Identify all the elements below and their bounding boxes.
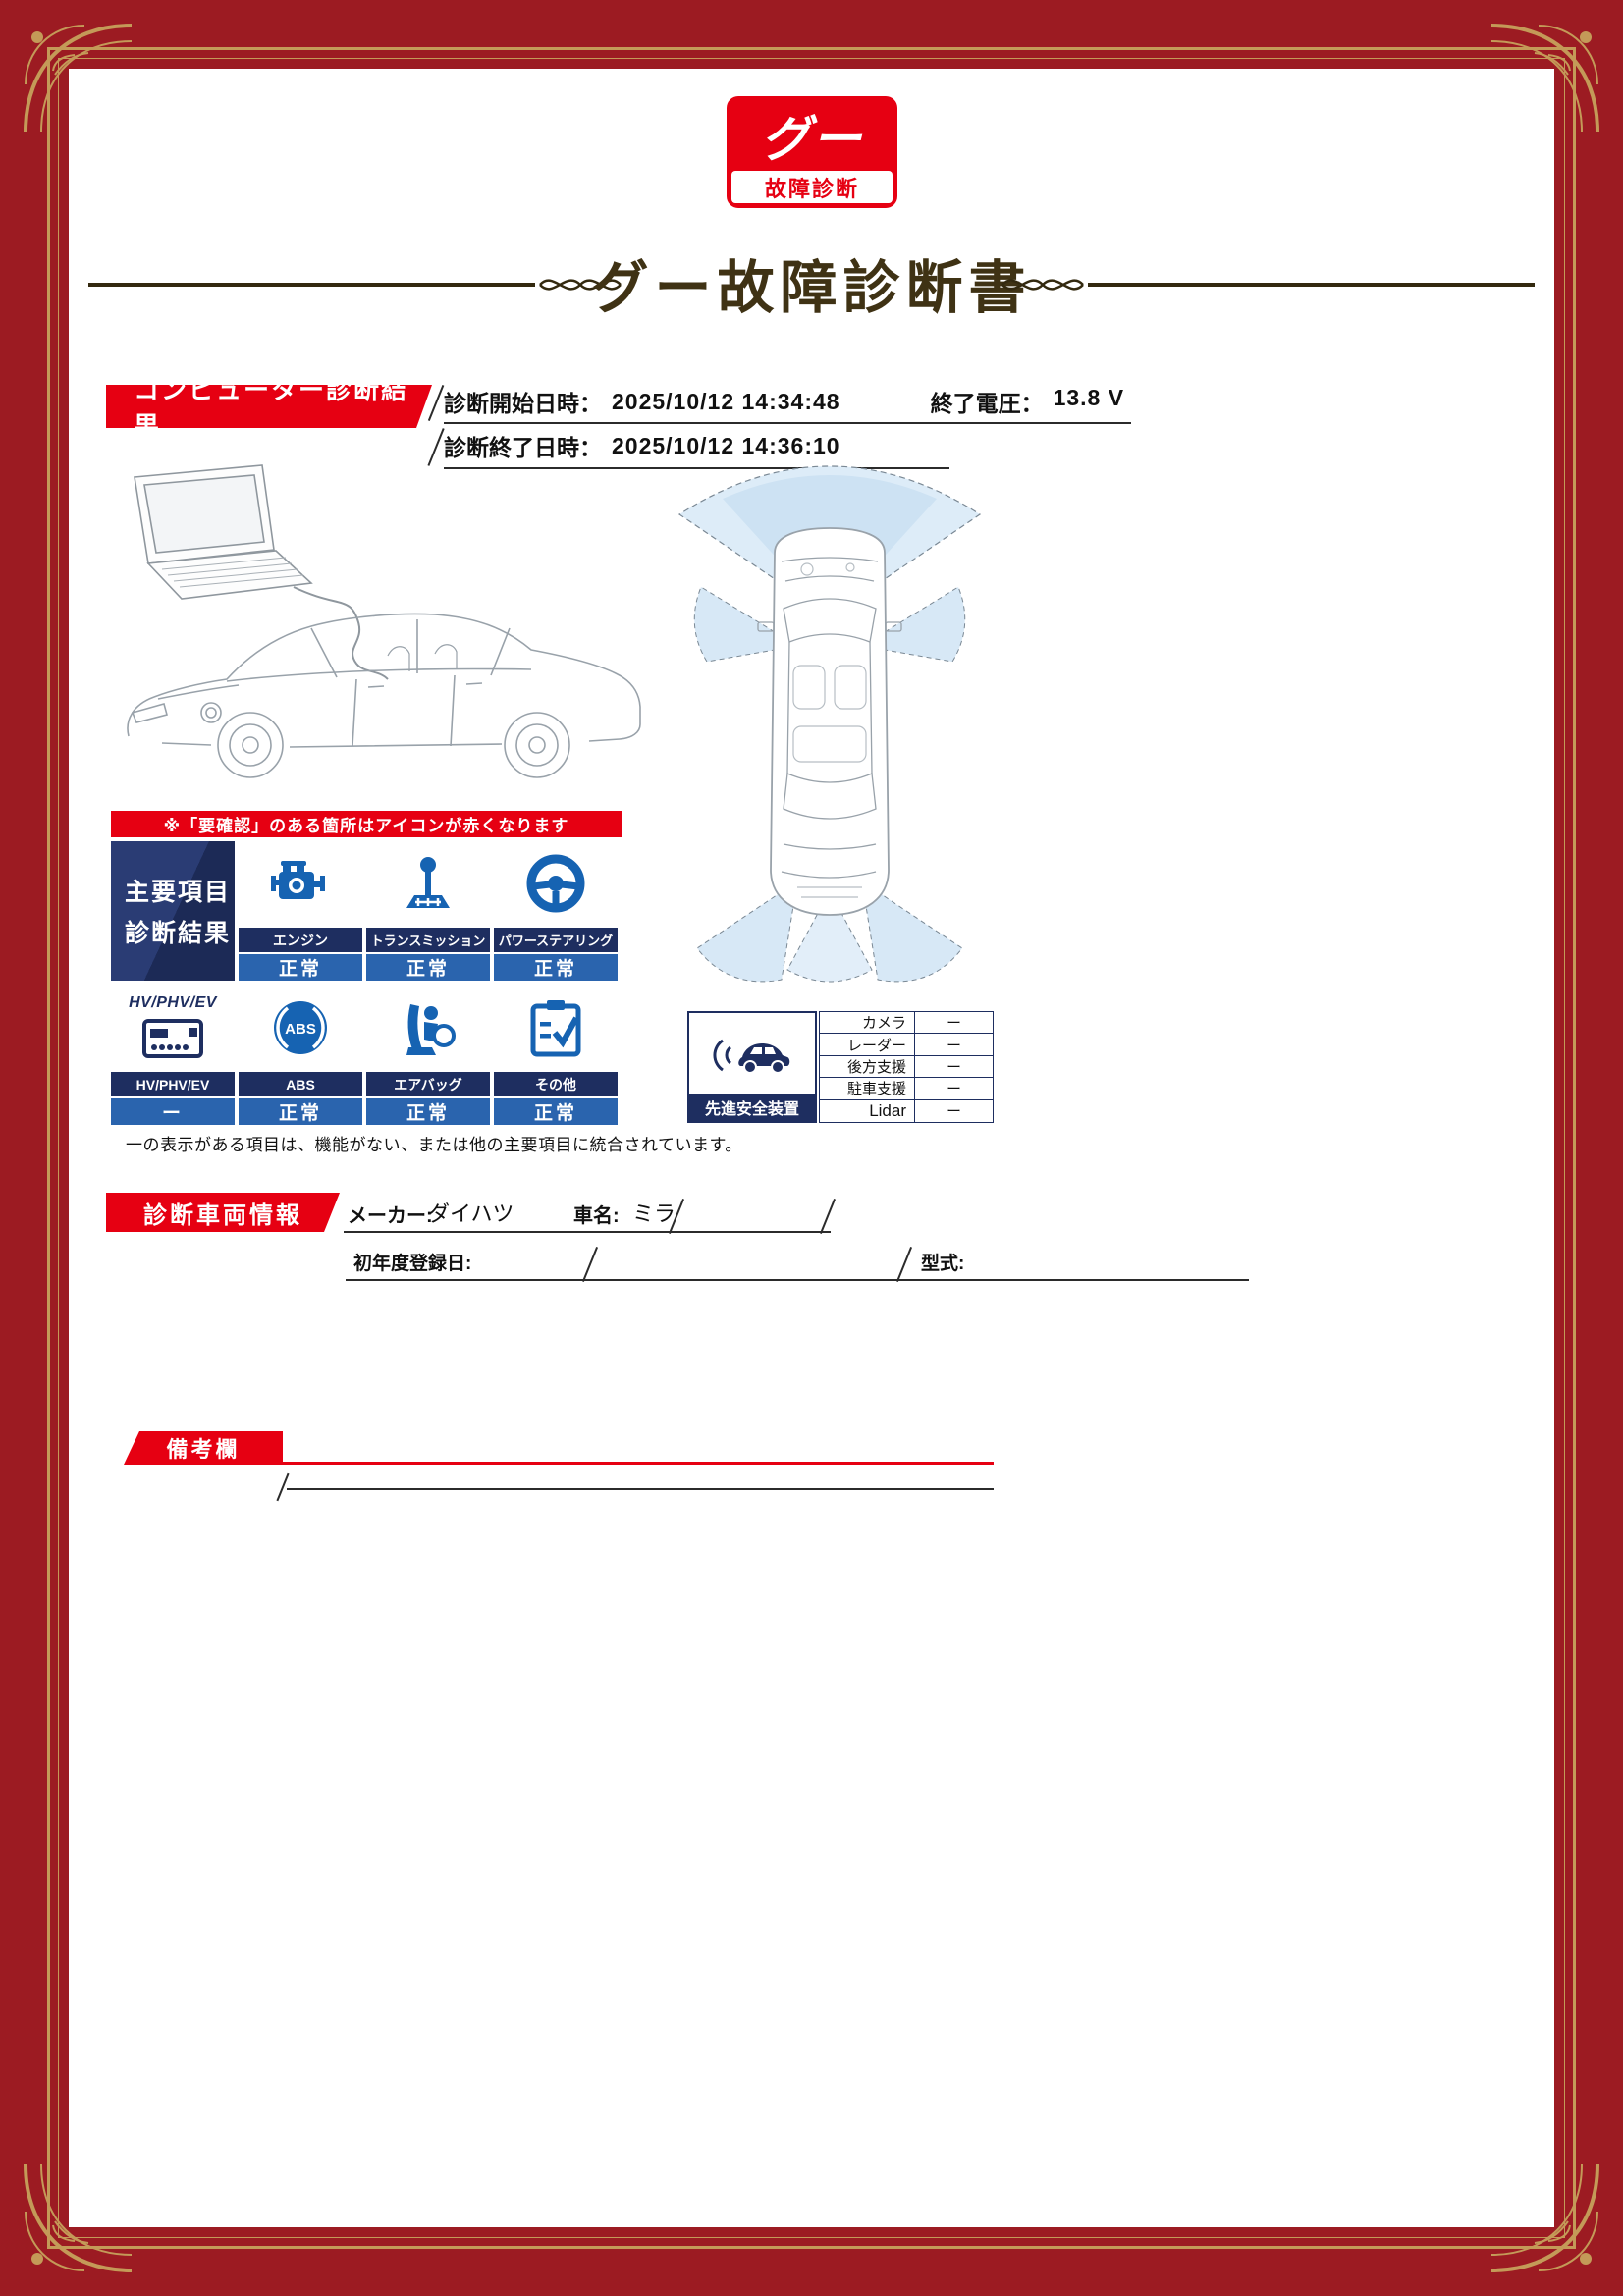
main-items-header-line2: 診断結果 bbox=[125, 920, 232, 947]
tile-label: トランスミッション bbox=[366, 928, 490, 952]
adas-name: Lidar bbox=[869, 1100, 906, 1120]
title-flourish-right-icon bbox=[1001, 279, 1084, 291]
adas-row-lidar: Lidar ー bbox=[820, 1099, 993, 1122]
adas-row-rear-support: 後方支援 ー bbox=[820, 1055, 993, 1079]
maker-value: ダイハツ bbox=[428, 1201, 514, 1226]
section-remarks-title: 備考欄 bbox=[124, 1431, 283, 1465]
diagnosis-tile-airbag: エアバッグ 正常 bbox=[366, 986, 490, 1125]
airbag-icon bbox=[366, 986, 490, 1070]
end-voltage-label: 終了電圧： bbox=[930, 391, 1044, 416]
vehicle-row1-line bbox=[344, 1231, 831, 1233]
diagnosis-end-value: 2025/10/12 14:36:10 bbox=[612, 432, 840, 458]
goo-logo: グー 故障診断 bbox=[727, 96, 897, 208]
adas-row-camera: カメラ ー bbox=[820, 1012, 993, 1035]
main-items-header-tile: 主要項目 診断結果 bbox=[111, 841, 235, 981]
adas-value: ー bbox=[914, 1078, 993, 1099]
adas-value: ー bbox=[914, 1099, 993, 1122]
diagnosis-tile-other: その他 正常 bbox=[494, 986, 618, 1125]
abs-icon-text: ABS bbox=[285, 1021, 316, 1038]
car-sound-waves-icon bbox=[689, 1013, 815, 1094]
adas-value: ー bbox=[914, 1012, 993, 1034]
adas-name: レーダー bbox=[846, 1037, 906, 1054]
title-rule-right bbox=[1088, 283, 1535, 287]
tile-status: 正常 bbox=[494, 954, 618, 981]
logo-sub-text: 故障診断 bbox=[731, 171, 893, 203]
title-flourish-left-icon bbox=[539, 279, 622, 291]
hv-tile-text: HV/PHV/EV bbox=[129, 994, 217, 1011]
adas-label: 先進安全装置 bbox=[689, 1094, 815, 1121]
corner-ornament-icon bbox=[24, 24, 133, 133]
model-label: 型式: bbox=[921, 1254, 965, 1274]
end-voltage-group: 終了電圧： 13.8 V bbox=[931, 385, 1125, 418]
vehicle-row2-line bbox=[346, 1279, 1249, 1281]
checklist-icon bbox=[494, 986, 618, 1070]
tile-label: エンジン bbox=[239, 928, 362, 952]
diagnosis-end-row: 診断終了日時： 2025/10/12 14:36:10 bbox=[444, 424, 949, 469]
grid-footnote: 一の表示がある項目は、機能がない、または他の主要項目に統合されています。 bbox=[126, 1136, 742, 1154]
abs-icon: ABS bbox=[239, 986, 362, 1070]
diagnosis-tile-power-steering: パワーステアリング 正常 bbox=[494, 841, 618, 981]
diagnosis-tile-abs: ABS ABS 正常 bbox=[239, 986, 362, 1125]
maker-label: メーカー: bbox=[348, 1205, 433, 1227]
attention-notice: ※「要確認」のある箇所はアイコンが赤くなります bbox=[111, 811, 622, 837]
adas-name: カメラ bbox=[861, 1015, 906, 1033]
diagnosis-start-label: 診断開始日時： bbox=[444, 391, 602, 416]
transmission-icon bbox=[366, 841, 490, 926]
diagnosis-end-label: 診断終了日時： bbox=[444, 435, 602, 460]
diagnosis-tile-engine: エンジン 正常 bbox=[239, 841, 362, 981]
diagnosis-start-value: 2025/10/12 14:34:48 bbox=[612, 388, 840, 414]
tile-status: 正常 bbox=[494, 1098, 618, 1125]
diagnosis-start-row: 診断開始日時： 2025/10/12 14:34:48 終了電圧： 13.8 V bbox=[444, 381, 1131, 424]
registration-label: 初年度登録日: bbox=[353, 1254, 472, 1274]
remarks-red-line bbox=[281, 1462, 994, 1465]
tile-label: ABS bbox=[239, 1072, 362, 1096]
adas-value: ー bbox=[914, 1055, 993, 1078]
tile-status: 正常 bbox=[239, 1098, 362, 1125]
ev-unit-icon: HV/PHV/EV bbox=[111, 986, 235, 1070]
tile-label: パワーステアリング bbox=[494, 928, 618, 952]
car-top-view-sensor-illustration bbox=[677, 465, 982, 983]
laptop-car-diagnostic-illustration bbox=[127, 464, 641, 778]
diagnosis-time-block: 診断開始日時： 2025/10/12 14:34:48 終了電圧： 13.8 V… bbox=[444, 381, 1131, 469]
adas-name: 駐車支援 bbox=[846, 1081, 906, 1098]
adas-value: ー bbox=[914, 1034, 993, 1055]
adas-row-parking-support: 駐車支援 ー bbox=[820, 1078, 993, 1100]
tile-status: ー bbox=[111, 1098, 235, 1125]
page-title: グー故障診断書 bbox=[591, 256, 1032, 320]
corner-ornament-icon bbox=[1490, 2163, 1599, 2272]
end-voltage-value: 13.8 V bbox=[1053, 385, 1125, 410]
corner-ornament-icon bbox=[24, 2163, 133, 2272]
diagnosis-tile-hv-phv-ev: HV/PHV/EV HV/PHV/EV ー bbox=[111, 986, 235, 1125]
car-name-value: ミラ bbox=[632, 1201, 676, 1226]
steering-wheel-icon bbox=[494, 841, 618, 926]
tile-status: 正常 bbox=[366, 954, 490, 981]
tile-label: HV/PHV/EV bbox=[111, 1072, 235, 1096]
tile-label: その他 bbox=[494, 1072, 618, 1096]
tile-label: エアバッグ bbox=[366, 1072, 490, 1096]
section-computer-diagnosis-title: コンピューター診断結果 bbox=[106, 385, 432, 428]
section-vehicle-info-title: 診断車両情報 bbox=[106, 1193, 340, 1232]
tile-status: 正常 bbox=[366, 1098, 490, 1125]
adas-name: 後方支援 bbox=[846, 1058, 906, 1076]
corner-ornament-icon bbox=[1490, 24, 1599, 133]
adas-box: 先進安全装置 bbox=[687, 1011, 817, 1123]
title-rule-left bbox=[88, 283, 535, 287]
adas-row-radar: レーダー ー bbox=[820, 1034, 993, 1056]
tile-status: 正常 bbox=[239, 954, 362, 981]
diagnosis-tile-transmission: トランスミッション 正常 bbox=[366, 841, 490, 981]
main-items-header-line1: 主要項目 bbox=[125, 879, 232, 906]
car-name-label: 車名: bbox=[573, 1205, 620, 1227]
adas-table: カメラ ー レーダー ー 後方支援 ー 駐車支援 ー Lidar ー bbox=[819, 1011, 994, 1123]
engine-icon bbox=[239, 841, 362, 926]
logo-brand-text: グー bbox=[761, 112, 863, 167]
remarks-writing-line bbox=[287, 1488, 994, 1490]
